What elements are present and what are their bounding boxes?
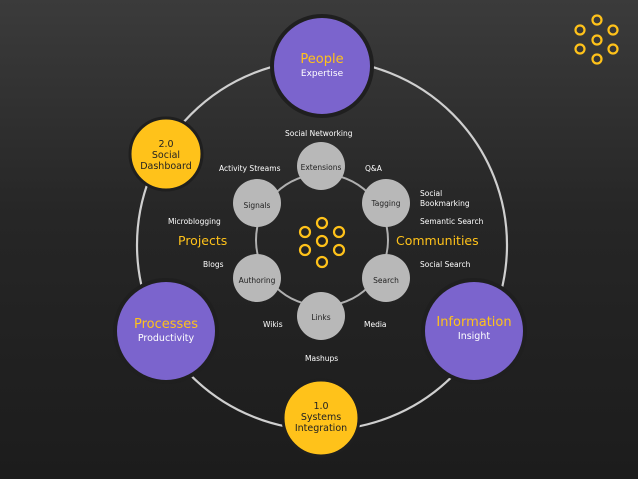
systems-line2: Systems — [300, 411, 342, 423]
people-text: People Expertise — [282, 52, 362, 79]
node-authoring-label: Authoring — [238, 276, 276, 285]
label-media: Media — [364, 320, 387, 329]
dashboard-text: 2.0 Social Dashboard — [130, 139, 202, 173]
label-social-networking: Social Networking — [285, 129, 353, 138]
label-mashups: Mashups — [305, 354, 339, 363]
dashboard-line3: Dashboard — [140, 160, 192, 172]
dashboard-line2: Social — [151, 149, 181, 161]
processes-text: Processes Productivity — [116, 317, 216, 345]
node-search — [362, 254, 410, 302]
circle-processes — [113, 278, 219, 384]
center-dot-ring-icon — [298, 216, 346, 269]
node-authoring — [233, 254, 281, 302]
circle-information — [421, 278, 527, 384]
communities-heading: Communities — [396, 233, 479, 248]
systems-line1: 1.0 — [313, 401, 329, 412]
people-title: People — [300, 52, 344, 67]
label-social-bookmarking-2: Bookmarking — [420, 199, 470, 208]
processes-title: Processes — [133, 317, 199, 332]
label-microblogging: Microblogging — [168, 217, 221, 226]
circle-systems — [281, 378, 361, 458]
projects-heading: Projects — [178, 233, 228, 248]
label-qa: Q&A — [365, 164, 382, 173]
label-blogs: Blogs — [203, 260, 224, 269]
circle-dashboard — [128, 116, 204, 192]
systems-text: 1.0 Systems Integration — [283, 401, 359, 435]
node-signals — [233, 179, 281, 227]
label-social-search: Social Search — [420, 260, 471, 269]
node-tagging-label: Tagging — [371, 199, 401, 208]
systems-line3: Integration — [294, 422, 348, 434]
people-subtitle: Expertise — [300, 68, 344, 79]
information-subtitle: Insight — [457, 330, 491, 342]
dashboard-line1: 2.0 — [158, 139, 174, 150]
information-title: Information — [436, 315, 512, 330]
node-search-label: Search — [373, 276, 399, 285]
node-links — [297, 292, 345, 340]
node-extensions-label: Extensions — [300, 163, 342, 172]
corner-logo-icon — [574, 14, 619, 65]
information-text: Information Insight — [424, 315, 524, 343]
label-activity-streams: Activity Streams — [219, 164, 281, 173]
label-social-bookmarking-1: Social — [420, 189, 443, 198]
label-semantic-search: Semantic Search — [420, 217, 484, 226]
label-wikis: Wikis — [263, 320, 283, 329]
circle-people — [270, 14, 374, 118]
node-extensions — [297, 142, 345, 190]
node-tagging — [362, 179, 410, 227]
node-links-label: Links — [311, 313, 331, 322]
processes-subtitle: Productivity — [137, 332, 195, 344]
node-signals-label: Signals — [243, 201, 271, 210]
